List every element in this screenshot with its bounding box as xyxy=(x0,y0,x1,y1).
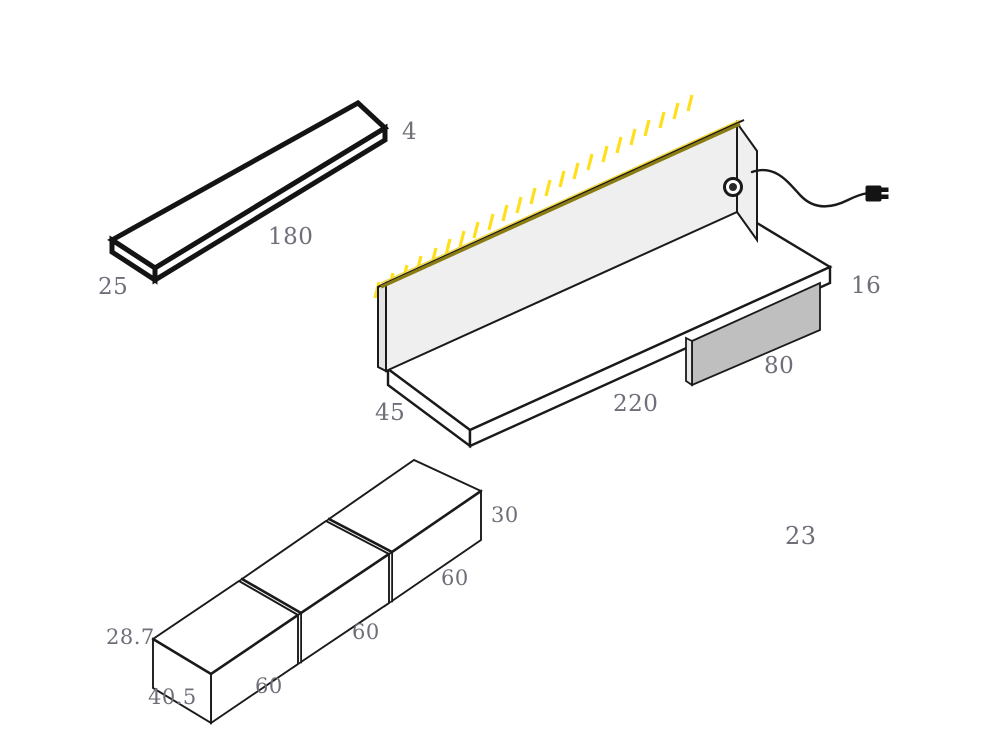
label-box-length-1: 60 xyxy=(255,674,283,698)
label-box-length-3: 60 xyxy=(441,566,469,590)
label-shelf-bracket-width: 80 xyxy=(764,353,795,379)
label-box-length-2: 60 xyxy=(352,620,380,644)
mounting-hole xyxy=(723,177,743,197)
part-mounting-plate xyxy=(107,99,390,285)
led-strip-highlight xyxy=(380,119,741,284)
label-plate-thickness: 4 xyxy=(402,119,418,145)
plug-connector xyxy=(865,185,889,202)
label-box-height-right: 30 xyxy=(491,503,519,527)
part-led-shelf xyxy=(373,94,889,449)
label-shelf-depth: 45 xyxy=(375,400,406,426)
label-plate-length: 180 xyxy=(268,224,314,250)
label-plate-width: 25 xyxy=(98,274,129,300)
plate-inner-edge xyxy=(111,127,386,270)
power-cable xyxy=(750,168,870,208)
part-box-assembly xyxy=(151,458,483,725)
back-panel-left-edge xyxy=(377,281,387,373)
box-segment-1 xyxy=(151,579,300,725)
box-assembly-front-edge-3 xyxy=(328,489,482,554)
label-box-depth-left: 40.5 xyxy=(148,685,197,709)
plate-top-face xyxy=(107,99,390,271)
label-shelf-back-height: 16 xyxy=(851,273,882,299)
shelf-front-edge xyxy=(468,265,832,448)
box-assembly-front-edge-2 xyxy=(241,552,390,615)
label-part-reference: 23 xyxy=(785,522,817,550)
led-strip xyxy=(380,122,741,289)
label-box-height-left: 28.7 xyxy=(106,625,155,649)
label-shelf-length: 220 xyxy=(613,391,659,417)
wall-bracket-edge xyxy=(685,336,693,387)
box-assembly-front-edge-1 xyxy=(152,613,299,676)
